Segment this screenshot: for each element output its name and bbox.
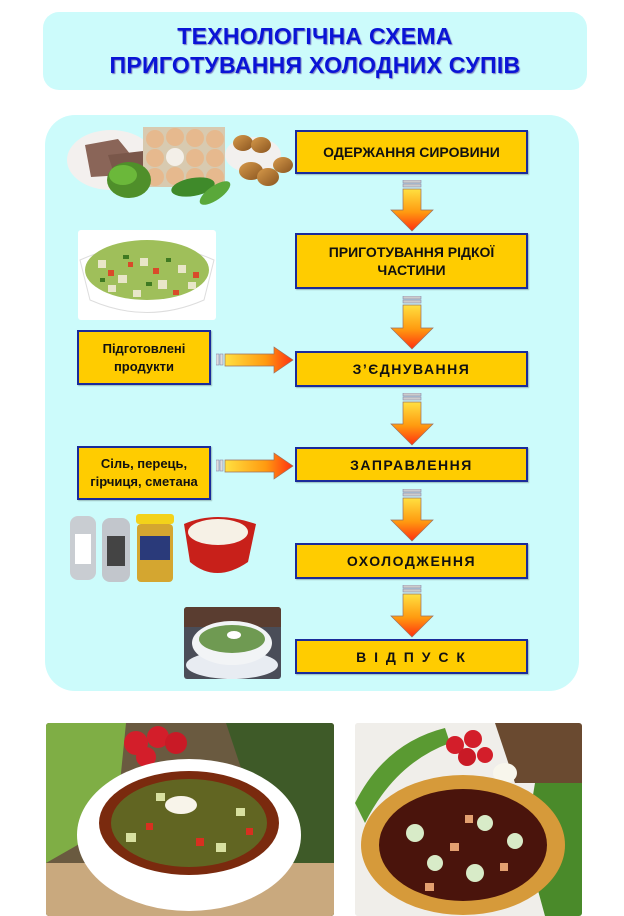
flowchart-panel	[45, 115, 579, 691]
step-label: ОДЕРЖАННЯ СИРОВИНИ	[323, 144, 500, 160]
title-line-1: ТЕХНОЛОГІЧНА СХЕМА	[177, 23, 453, 49]
step-cooling: ОХОЛОДЖЕННЯ	[295, 543, 528, 579]
step-label: З’ЄДНУВАННЯ	[352, 361, 471, 377]
input-label: Сіль, перець, гірчиця, сметана	[90, 456, 198, 489]
input-label: Підготовлені продукти	[102, 340, 186, 374]
step-label: ЗАПРАВЛЕННЯ	[350, 456, 473, 473]
step-seasoning: ЗАПРАВЛЕННЯ	[295, 447, 528, 482]
down-arrow-icon	[390, 393, 434, 446]
right-arrow-icon	[216, 346, 294, 374]
down-arrow-icon	[390, 296, 434, 350]
down-arrow-icon	[390, 585, 434, 638]
input-seasonings: Сіль, перець, гірчиця, сметана	[77, 446, 211, 500]
okroshka-photo	[46, 723, 334, 916]
step-preparing-liquid-part: ПРИГОТУВАННЯ РІДКОЇ ЧАСТИНИ	[295, 233, 528, 289]
step-label: ОХОЛОДЖЕННЯ	[346, 553, 477, 569]
step-label: В І Д П У С К	[356, 648, 467, 665]
step-obtaining-raw-materials: ОДЕРЖАННЯ СИРОВИНИ	[295, 130, 528, 174]
step-combining: З’ЄДНУВАННЯ	[295, 351, 528, 387]
chopped-vegetables-photo	[78, 230, 216, 320]
raw-ingredients-photo	[63, 125, 293, 205]
seasonings-photo	[66, 512, 270, 584]
served-soup-photo	[184, 607, 281, 679]
step-serving: В І Д П У С К	[295, 639, 528, 674]
beet-soup-photo	[355, 723, 582, 916]
right-arrow-icon	[216, 452, 294, 480]
down-arrow-icon	[390, 180, 434, 232]
title-line-2: ПРИГОТУВАННЯ ХОЛОДНИХ СУПІВ	[109, 52, 521, 78]
input-prepared-products: Підготовлені продукти	[77, 330, 211, 385]
step-label: ПРИГОТУВАННЯ РІДКОЇ ЧАСТИНИ	[328, 244, 495, 278]
title-banner: ТЕХНОЛОГІЧНА СХЕМА ПРИГОТУВАННЯ ХОЛОДНИХ…	[43, 12, 587, 90]
down-arrow-icon	[390, 489, 434, 542]
